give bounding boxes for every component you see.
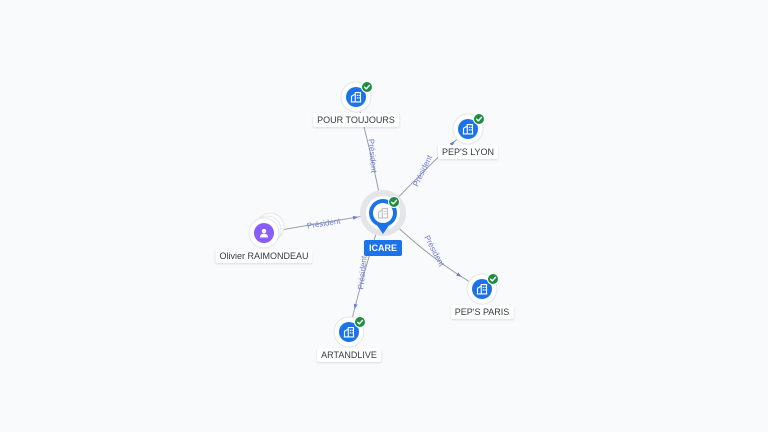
nodes-layer xyxy=(248,81,499,348)
edge-label: Président xyxy=(411,153,434,188)
edge-label: Président xyxy=(367,139,379,174)
node-peps-paris[interactable] xyxy=(466,273,499,305)
node-label-peps-lyon[interactable]: PEP'S LYON xyxy=(437,145,499,159)
edge-arrow xyxy=(449,141,455,147)
verified-check-icon xyxy=(361,81,373,93)
node-pour-toujours[interactable] xyxy=(340,81,373,113)
node-peps-lyon[interactable] xyxy=(452,113,485,145)
edge-arrow xyxy=(456,272,462,277)
edge-arrow xyxy=(353,303,358,310)
node-artandlive[interactable] xyxy=(333,316,366,348)
node-label-olivier-raimondeau[interactable]: Olivier RAIMONDEAU xyxy=(215,249,313,263)
node-label-artandlive[interactable]: ARTANDLIVE xyxy=(317,348,381,362)
node-label-pour-toujours[interactable]: POUR TOUJOURS xyxy=(313,113,399,127)
node-label-peps-paris[interactable]: PEP'S PARIS xyxy=(450,305,514,319)
node-label-center[interactable]: ICARE xyxy=(363,240,403,256)
edge-label: Président xyxy=(306,216,342,230)
verified-check-icon xyxy=(354,316,366,328)
edge-label: Président xyxy=(356,255,369,290)
node-center[interactable] xyxy=(360,190,406,236)
verified-check-icon xyxy=(388,196,400,208)
verified-check-icon xyxy=(487,273,499,285)
verified-check-icon xyxy=(473,113,485,125)
node-olivier-raimondeau[interactable] xyxy=(248,212,285,249)
edge-arrow xyxy=(352,215,359,220)
